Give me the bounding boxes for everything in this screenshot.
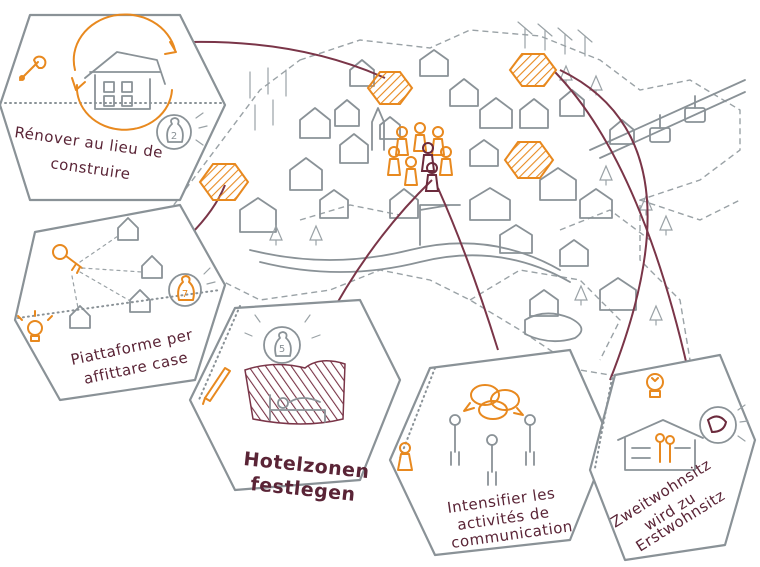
speech-bubbles-icon [463,384,524,420]
wrench-icon [19,55,47,81]
lightbulb-icon [17,310,53,342]
lightbulb-icon [646,373,664,398]
piggy-bank-icon: 2 [156,112,208,150]
key-icon [52,244,83,274]
marker-hex [198,163,250,201]
card-communication[interactable]: Intensifier les activités de communicati… [388,348,612,557]
piggy-bank-icon: 7 [168,267,216,307]
wind-turbines [249,21,593,131]
house-network-icon [69,217,163,329]
piggy-bank-icon: 5 [244,314,321,364]
chalet-icon [617,419,704,471]
renovation-house-icon [71,13,177,131]
hotel-zone-area [244,360,346,425]
map-markers [198,53,558,201]
village-houses [239,49,637,343]
badge-number: 7 [182,289,188,300]
piggy-bank-icon [699,404,749,444]
marker-hex [508,53,558,87]
bed-icon [269,394,326,423]
card-residence[interactable]: Zweitwohnsitz wird zu Erstwohnsitz [588,353,757,562]
trees [269,64,673,326]
people-cluster [387,122,453,192]
card-renovate[interactable]: 2 Rénover au lieu de construire [0,13,227,202]
badge-number: 2 [171,131,177,142]
badge-number: 5 [279,344,285,355]
pencil-icon [202,367,231,405]
card-hotel[interactable]: 5 Hotelzonen festlegen [188,298,402,506]
village-map [169,21,746,381]
people-icon [449,414,536,486]
cable-car [589,79,746,159]
marker-hex [366,71,414,105]
pawn-icon [397,442,413,471]
family-icon [655,433,675,463]
marker-hex [503,141,555,179]
card-platform[interactable]: 7 Piattaforme per affittare case [13,203,227,402]
